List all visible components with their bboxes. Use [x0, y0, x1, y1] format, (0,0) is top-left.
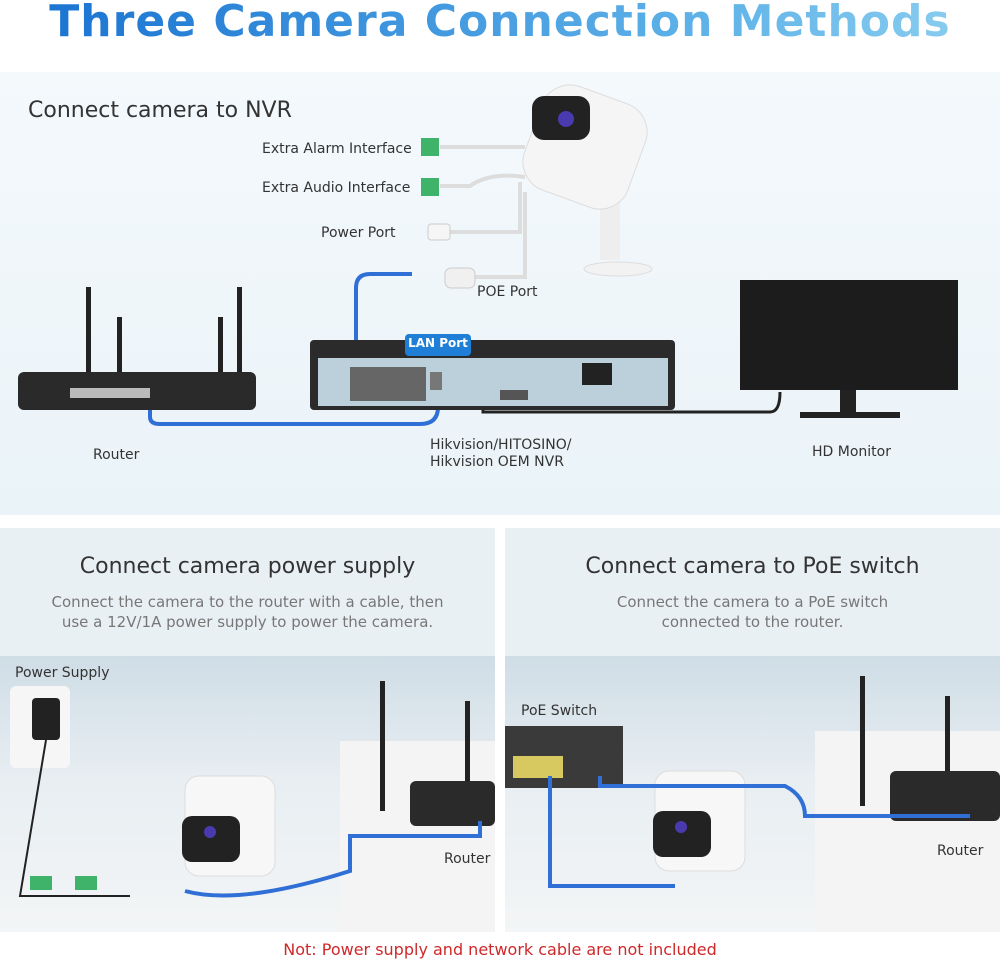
router-icon [410, 781, 495, 826]
power-adapter-icon [32, 698, 60, 740]
lan-port-label: LAN Port [408, 336, 468, 350]
uplink-cable [598, 776, 970, 818]
power-supply-photo: Power Supply Router [0, 656, 495, 932]
poe-switch-label: PoE Switch [521, 703, 598, 719]
poe-cable [548, 776, 675, 888]
poe-cable [354, 272, 412, 390]
router-label: Router [93, 447, 140, 463]
poe-switch-photo: PoE Switch Router [505, 656, 1000, 932]
section-desc-2: use a 12V/1A power supply to power the c… [61, 613, 434, 631]
section-desc-1: Connect the camera to a PoE switch [616, 593, 889, 611]
page-title: Three Camera Connection Methods [0, 0, 1000, 47]
section-desc-1: Connect the camera to the router with a … [51, 593, 444, 611]
router-label: Router [937, 843, 984, 859]
camera-icon [522, 84, 653, 277]
router-icon [890, 771, 1000, 821]
nvr-label-1: Hikvision/HITOSINO/ [430, 437, 572, 453]
lan-port-badge [405, 334, 471, 356]
section-heading: Connect camera to NVR [28, 98, 292, 123]
monitor-icon [740, 280, 958, 418]
router-label: Router [444, 851, 491, 867]
nvr-connection-section: Connect camera to NVR Extra Alarm Interf… [0, 72, 1000, 515]
nvr-icon [310, 340, 675, 410]
power-supply-section: Connect camera power supply Connect the … [0, 528, 495, 932]
audio-interface-label: Extra Audio Interface [262, 180, 411, 196]
nvr-diagram [18, 84, 958, 426]
poe-switch-section: Connect camera to PoE switch Connect the… [505, 528, 1000, 932]
hdmi-cable [481, 391, 782, 414]
disclaimer-note: Not: Power supply and network cable are … [283, 940, 717, 959]
section-heading: Connect camera power supply [79, 554, 416, 579]
router-icon [18, 287, 256, 410]
section-heading: Connect camera to PoE switch [585, 554, 920, 579]
power-supply-label: Power Supply [15, 665, 110, 681]
monitor-label: HD Monitor [812, 444, 891, 460]
section-desc-2: connected to the router. [661, 613, 844, 631]
lan-cable [148, 382, 440, 426]
poe-port-label: POE Port [477, 284, 538, 300]
alarm-interface-label: Extra Alarm Interface [262, 141, 412, 157]
network-cable [184, 821, 482, 898]
power-port-label: Power Port [321, 225, 396, 241]
nvr-label-2: Hikvision OEM NVR [430, 454, 564, 470]
